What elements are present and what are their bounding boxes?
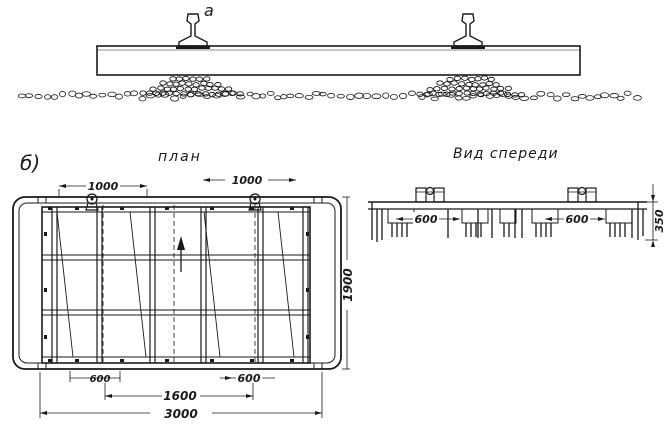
dim-top-right: 1000 xyxy=(203,174,296,187)
dim-1600: 1600 xyxy=(163,389,196,403)
sleeper-beam xyxy=(96,45,581,76)
frame-inner xyxy=(18,202,336,364)
sleeper-view: а xyxy=(17,1,642,102)
rail-right xyxy=(451,13,485,49)
edge-clamps xyxy=(37,196,323,370)
diagonal-braces xyxy=(56,211,295,358)
plan-view: б) план xyxy=(12,149,355,421)
plan-title: план xyxy=(158,149,202,165)
dim-1000-right: 1000 xyxy=(232,174,263,187)
hook-plan-left xyxy=(85,193,99,211)
front-dim-600-left: 600 xyxy=(415,213,438,226)
dim-bottom-3000: 3000 xyxy=(39,372,323,421)
dim-bottom-1600: 1600 xyxy=(104,383,254,403)
cross-members xyxy=(51,207,309,363)
dim-1900: 1900 xyxy=(341,268,355,301)
front-end-posts xyxy=(371,202,644,242)
front-view-title: Вид спереди xyxy=(453,146,559,162)
front-dim-left: 600 xyxy=(396,212,460,226)
dim-bottom-right-600: 600 xyxy=(220,370,275,385)
dim-600-right: 600 xyxy=(238,372,261,385)
label-b: б) xyxy=(20,151,40,175)
front-dim-height: 350 xyxy=(645,184,666,247)
dim-bottom-left-600: 600 xyxy=(69,371,121,385)
grid-outline xyxy=(41,206,311,364)
frame-outer xyxy=(12,196,342,370)
hook-front-right xyxy=(567,186,597,203)
front-dim-right: 600 xyxy=(545,212,605,226)
ballast-bed xyxy=(17,75,642,102)
hook-front-left xyxy=(415,186,445,203)
front-tines xyxy=(387,208,633,238)
dim-600-left: 600 xyxy=(90,374,111,385)
rail-left xyxy=(176,13,210,49)
hook-plan-right xyxy=(248,193,262,211)
dim-height: 1900 xyxy=(341,196,355,370)
direction-arrow xyxy=(177,236,185,272)
dashed-axes xyxy=(102,205,256,365)
label-a: а xyxy=(204,1,214,20)
dim-3000: 3000 xyxy=(164,407,197,421)
dim-1000-left: 1000 xyxy=(88,180,119,193)
front-view: Вид спереди 600 xyxy=(368,146,666,247)
longitudinal-bars xyxy=(42,254,310,316)
front-dim-350: 350 xyxy=(653,209,666,232)
dim-top-left: 1000 xyxy=(58,180,148,196)
front-dim-600-right: 600 xyxy=(566,213,589,226)
